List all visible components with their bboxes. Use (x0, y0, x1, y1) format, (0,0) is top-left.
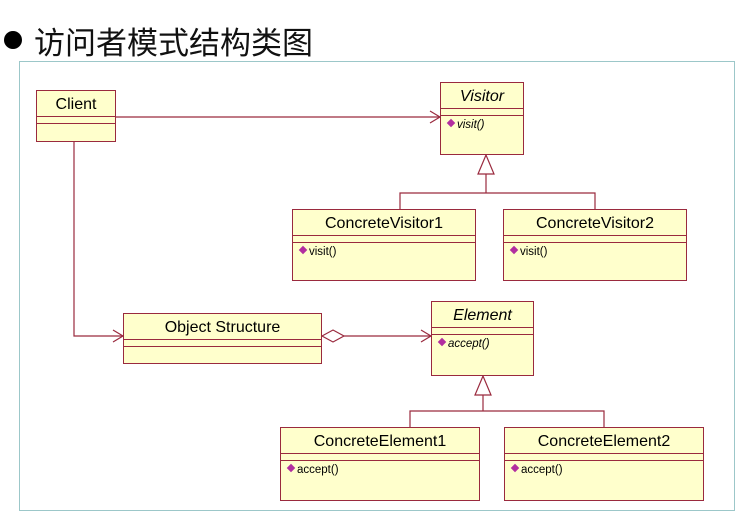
concrete-element-2-accept-operation: accept() (521, 464, 563, 476)
class-object-structure: Object Structure (123, 313, 322, 364)
class-visitor-attributes (441, 109, 523, 116)
class-concrete-element-1-attributes (281, 454, 479, 461)
element-generalization-triangle (474, 374, 492, 396)
class-visitor: Visitor visit() (440, 82, 524, 155)
diagram-heading: 访问者模式结构类图 (4, 20, 313, 62)
class-concrete-element-1: ConcreteElement1 accept() (280, 427, 480, 501)
class-object-structure-attributes (124, 340, 321, 347)
class-concrete-visitor-1-attributes (293, 236, 475, 243)
class-concrete-visitor-2-attributes (504, 236, 686, 243)
class-element: Element accept() (431, 301, 534, 376)
concrete-visitor-2-visit-operation: visit() (520, 246, 548, 258)
class-concrete-element-2-name: ConcreteElement2 (505, 428, 703, 454)
operation-icon (286, 463, 296, 473)
operation-icon (510, 463, 520, 473)
class-concrete-element-2-attributes (505, 454, 703, 461)
class-visitor-name: Visitor (441, 83, 523, 109)
class-concrete-visitor-1: ConcreteVisitor1 visit() (292, 209, 476, 281)
class-concrete-visitor-1-operations: visit() (293, 243, 475, 258)
class-concrete-visitor-2-operations: visit() (504, 243, 686, 258)
class-concrete-visitor-2-name: ConcreteVisitor2 (504, 210, 686, 236)
concrete-visitor-1-visit-operation: visit() (309, 246, 337, 258)
operation-icon (509, 245, 519, 255)
class-concrete-element-2: ConcreteElement2 accept() (504, 427, 704, 501)
concrete-element-1-accept-operation: accept() (297, 464, 339, 476)
class-concrete-element-1-name: ConcreteElement1 (281, 428, 479, 454)
class-element-operations: accept() (432, 335, 533, 350)
bullet-icon (4, 31, 22, 49)
class-concrete-element-2-operations: accept() (505, 461, 703, 476)
operation-icon (298, 245, 308, 255)
visitor-generalization-triangle (477, 153, 495, 175)
operation-icon (446, 118, 456, 128)
relationship-lines (73, 110, 605, 427)
element-accept-operation: accept() (448, 338, 490, 350)
uml-diagram-canvas: Client Visitor visit() ConcreteVisitor1 … (19, 61, 735, 511)
class-element-attributes (432, 328, 533, 335)
visitor-visit-operation: visit() (457, 119, 485, 131)
class-concrete-visitor-2: ConcreteVisitor2 visit() (503, 209, 687, 281)
class-visitor-operations: visit() (441, 116, 523, 131)
class-client-attributes (37, 117, 115, 124)
operation-icon (437, 337, 447, 347)
client-objectstructure-association (73, 142, 123, 337)
class-concrete-visitor-1-name: ConcreteVisitor1 (293, 210, 475, 236)
class-concrete-element-1-operations: accept() (281, 461, 479, 476)
class-element-name: Element (432, 302, 533, 328)
class-client-name: Client (37, 91, 115, 117)
visitor-generalization-bar (399, 192, 596, 209)
class-client: Client (36, 90, 116, 142)
heading-text: 访问者模式结构类图 (34, 25, 313, 62)
class-object-structure-name: Object Structure (124, 314, 321, 340)
aggregation-diamond (320, 329, 346, 343)
element-generalization-bar (409, 410, 605, 427)
